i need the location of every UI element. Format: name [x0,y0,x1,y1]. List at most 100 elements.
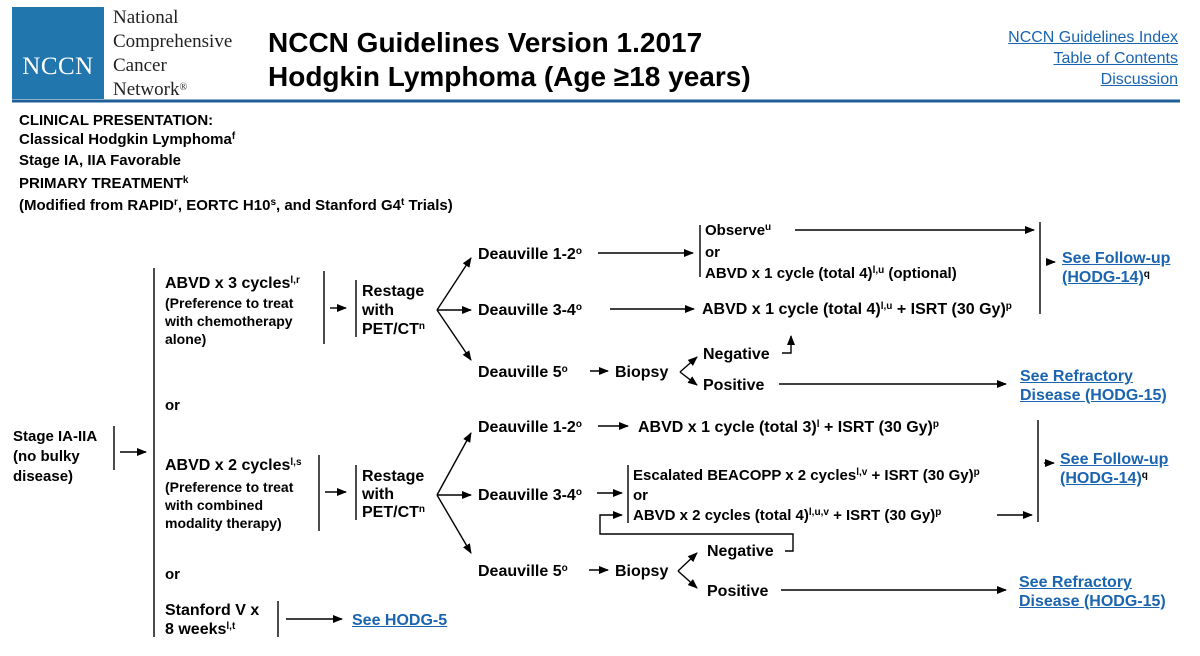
b2-deauville-34: Deauville 3-4o [478,486,582,505]
b1-abvd-sup: l,u [872,265,885,276]
b2-biopsy-neg-arrow [677,552,698,572]
b3-line-2: 8 weeksl,t [165,620,235,639]
b1-deauville-5: Deauville 5o [478,363,568,382]
modified-text-a: (Modified from RAPID [19,197,174,214]
followup-2-sup: q [1141,470,1148,481]
followup-2-link-line1[interactable]: See Follow-up [1060,451,1169,468]
b2-d12-tx-tail-sup: p [932,419,939,430]
b2-negative-return-arrow [599,511,794,552]
or-label-1: or [165,397,180,414]
b1-regimen: ABVD x 3 cyclesl,r [165,274,300,293]
clinical-presentation-heading: CLINICAL PRESENTATION: [19,112,214,129]
stage-favorable: Stage IA, IIA Favorable [19,152,181,169]
b3-line-2-sup: l,t [226,621,236,632]
b2-beacopp: Escalated BEACOPP x 2 cyclesl,v + ISRT (… [633,466,980,485]
b2-abvd2-tail: + ISRT (30 Gy) [828,507,936,524]
org-line-2: Comprehensive [113,31,233,52]
b2-d12-sup: o [575,419,582,430]
b1-restage-sup: n [418,321,425,332]
b2-regimen-text: ABVD x 2 cycles [165,457,291,474]
b2-biopsy-pos-arrow [677,570,698,589]
b1-negative: Negative [703,346,770,363]
org-name: National Comprehensive Cancer Network® [113,6,232,102]
b1-d5-sup: o [561,364,568,375]
stage-label-line1: Stage IA-IIA [13,428,98,445]
b1-d34-tx-tail: + ISRT (30 Gy) [892,301,1006,318]
b1-d34-text: Deauville 3-4 [478,302,576,319]
restage1-arrow-d12 [436,257,472,311]
b1-or: or [705,244,720,261]
b2-restage-1: Restage [362,468,425,485]
stage-label-line3: disease) [13,468,74,485]
refractory-2-link-line1[interactable]: See Refractory [1019,574,1132,591]
b2-deauville-12: Deauville 1-2o [478,418,582,437]
guideline-subtitle: Hodgkin Lymphoma (Age ≥18 years) [268,61,751,92]
registered-mark: ® [179,82,188,93]
b1-d34-sup: o [575,302,582,313]
b1-restage-3: PET/CTn [362,320,425,339]
followup-1-link-line1[interactable]: See Follow-up [1062,250,1171,267]
b2-regimen: ABVD x 2 cyclesl,s [165,456,302,475]
org-line-1: National [113,7,179,28]
b1-positive: Positive [703,377,765,394]
b1-d5-text: Deauville 5 [478,364,562,381]
b1-biopsy: Biopsy [615,364,669,381]
b1-abvd-optional: ABVD x 1 cycle (total 4)l,u (optional) [705,264,957,283]
b1-pref-2: with chemotherapy [165,313,293,329]
b1-d34-tx-tail-sup: p [1005,301,1012,312]
primary-treatment-sup: k [182,175,189,186]
classical-hl-sup: f [231,131,236,142]
modified-from-trials: (Modified from RAPIDr, EORTC H10s, and S… [19,196,453,215]
org-line-3: Cancer [113,55,167,76]
b3-line-1: Stanford V x [165,602,260,619]
b2-abvd2-text: ABVD x 2 cycles (total 4) [633,507,809,524]
b2-negative: Negative [707,543,774,560]
b2-beacopp-text: Escalated BEACOPP x 2 cycles [633,467,857,484]
b1-observe-text: Observe [705,222,766,239]
b3-line-2-text: 8 weeks [165,621,227,638]
followup-1-link-line2[interactable]: (HODG-14) [1062,269,1144,286]
refractory-1-link-line1[interactable]: See Refractory [1020,368,1133,385]
logo-text: NCCN [22,53,94,80]
b2-d12-text: Deauville 1-2 [478,419,576,436]
b2-beacopp-sup: l,v [856,467,868,478]
classical-hl-text: Classical Hodgkin Lymphoma [19,131,232,148]
see-hodg5-link[interactable]: See HODG-5 [352,612,448,629]
b1-regimen-text: ABVD x 3 cycles [165,275,291,292]
or-label-2: or [165,566,180,583]
guidelines-index-link[interactable]: NCCN Guidelines Index [1008,29,1178,46]
b2-restage-3-text: PET/CT [362,504,419,521]
b1-restage-1: Restage [362,283,425,300]
b2-abvd2-sup: l,u,v [808,507,829,518]
b2-abvd2-tail-sup: p [935,507,942,518]
restage2-arrow-d5 [436,494,472,554]
b1-deauville-12: Deauville 1-2o [478,245,582,264]
followup-2-link-line2[interactable]: (HODG-14) [1060,470,1142,487]
b1-observe: Observeu [705,221,771,240]
b2-restage-2: with [362,486,394,503]
b2-biopsy: Biopsy [615,563,669,580]
restage1-arrow-d5 [436,309,472,361]
org-line-4: Network® [113,78,232,102]
b1-abvd-tail: (optional) [884,265,957,282]
primary-treatment-heading: PRIMARY TREATMENTk [19,174,188,193]
b2-d34-text: Deauville 3-4 [478,487,576,504]
refractory-2-link-line2[interactable]: Disease (HODG-15) [1019,593,1166,610]
discussion-link[interactable]: Discussion [1100,71,1178,88]
primary-treatment-text: PRIMARY TREATMENT [19,175,183,192]
modified-text-c: , and Stanford G4 [276,197,402,214]
nccn-logo: NCCN [12,7,104,99]
b1-observe-sup: u [765,222,772,233]
classical-hl: Classical Hodgkin Lymphomaf [19,130,235,149]
b1-abvd-text: ABVD x 1 cycle (total 4) [705,265,873,282]
b1-d12-text: Deauville 1-2 [478,246,576,263]
modified-sup-b: s [270,197,276,208]
guideline-title: NCCN Guidelines Version 1.2017 [268,27,703,58]
table-of-contents-link[interactable]: Table of Contents [1053,50,1178,67]
b1-restage-3-text: PET/CT [362,321,419,338]
b1-d34-treatment: ABVD x 1 cycle (total 4)l,u + ISRT (30 G… [702,300,1012,319]
b2-pref-1: (Preference to treat [165,479,294,495]
refractory-1-link-line2[interactable]: Disease (HODG-15) [1020,387,1167,404]
b2-beacopp-tail-sup: p [973,467,980,478]
